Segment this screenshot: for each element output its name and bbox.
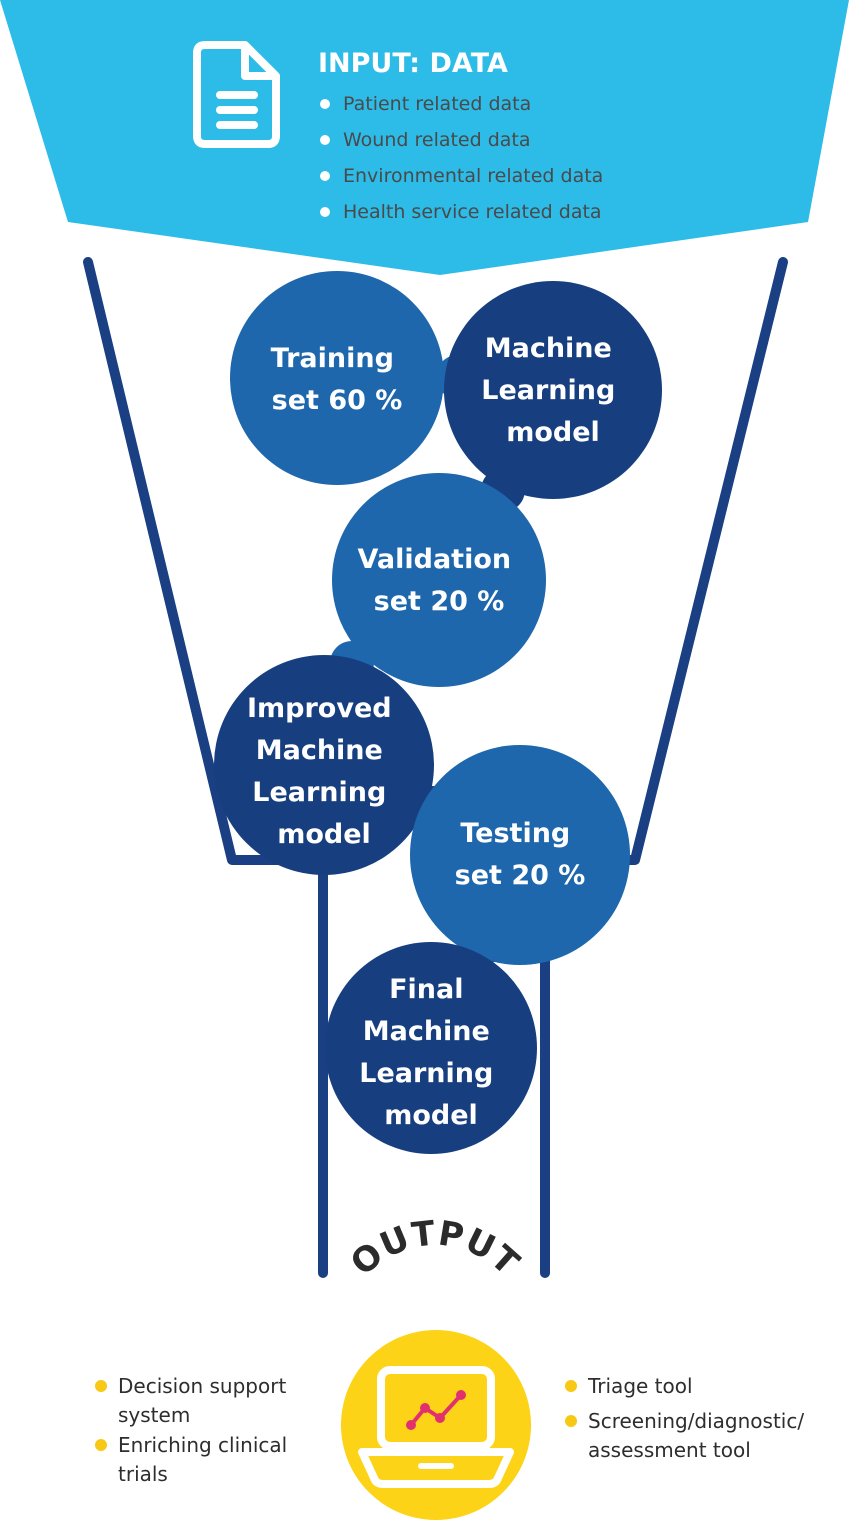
output-item: Screening/diagnostic/ assessment tool [565, 1409, 810, 1462]
input-section: INPUT: DATA Patient related data Wound r… [0, 0, 849, 275]
input-item-label: Health service related data [343, 201, 602, 223]
step-label: Improved Machine Learning model [247, 693, 401, 850]
step-ml-model: Machine Learning model [444, 281, 662, 499]
output-item: Triage tool [565, 1374, 693, 1398]
output-right-list: Triage tool Screening/diagnostic/ assess… [565, 1374, 810, 1462]
input-item: Wound related data [320, 129, 531, 151]
input-item: Health service related data [320, 201, 602, 223]
output-item-label: Screening/diagnostic/ assessment tool [588, 1409, 810, 1462]
input-item-label: Environmental related data [343, 165, 603, 187]
input-banner [0, 0, 849, 275]
step-testing-set: Testing set 20 % [410, 745, 630, 965]
output-item-label: Enriching clinical trials [118, 1433, 294, 1486]
input-item-label: Wound related data [343, 129, 531, 151]
output-item-label: Triage tool [587, 1374, 693, 1398]
output-circle [341, 1330, 531, 1520]
input-item: Patient related data [320, 93, 531, 115]
output-left-list: Decision support system Enriching clinic… [95, 1374, 294, 1486]
step-training-set: Training set 60 % [230, 271, 444, 485]
step-label: Validation set 20 % [357, 544, 520, 617]
laptop-chart-icon [358, 1366, 514, 1488]
step-label: Testing set 20 % [455, 818, 586, 891]
input-list: Patient related data Wound related data … [320, 93, 603, 223]
output-section: OUTPUT Decision support system [95, 1213, 810, 1520]
step-improved-ml-model: Improved Machine Learning model [214, 655, 434, 875]
step-label: Training set 60 % [271, 343, 404, 416]
step-label: Final Machine Learning model [359, 974, 502, 1131]
input-title: INPUT: DATA [318, 48, 508, 79]
document-icon [193, 41, 280, 148]
output-title: OUTPUT [343, 1213, 527, 1284]
input-item-label: Patient related data [343, 93, 531, 115]
step-final-ml-model: Final Machine Learning model [325, 942, 537, 1154]
output-item: Enriching clinical trials [95, 1433, 294, 1486]
step-validation-set: Validation set 20 % [332, 473, 546, 687]
input-item: Environmental related data [320, 165, 603, 187]
step-label: Machine Learning model [481, 333, 624, 448]
output-item-label: Decision support system [118, 1374, 293, 1427]
output-item: Decision support system [95, 1374, 293, 1427]
